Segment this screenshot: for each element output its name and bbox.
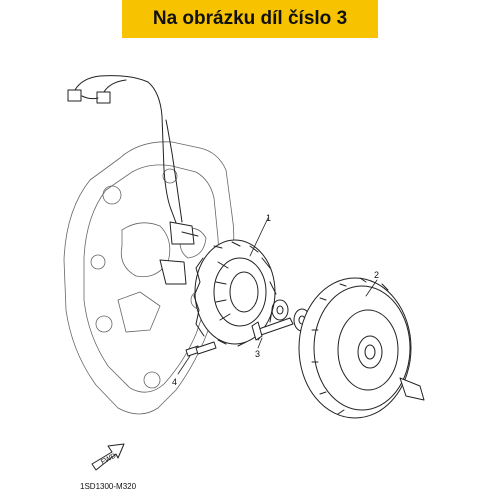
flywheel-rotor [298, 277, 425, 419]
title-banner: Na obrázku díl číslo 3 [122, 0, 378, 38]
stator-coil [193, 239, 277, 347]
callout-4: 4 [172, 377, 177, 387]
callout-1: 1 [266, 213, 271, 223]
wire-harness [67, 75, 199, 285]
fwd-label: FWD [100, 453, 117, 467]
diagram-code: 1SD1300-M320 [80, 482, 137, 491]
connector-plug-1 [67, 89, 82, 102]
callout-2: 2 [374, 270, 379, 280]
leader-lines [177, 217, 378, 375]
bolt-part-4 [185, 341, 217, 357]
callout-3: 3 [255, 349, 260, 359]
banner-text: Na obrázku díl číslo 3 [152, 8, 348, 29]
connector-plug-2 [96, 91, 111, 104]
fwd-arrow-icon [91, 443, 125, 471]
bolt-part-3 [251, 317, 294, 341]
